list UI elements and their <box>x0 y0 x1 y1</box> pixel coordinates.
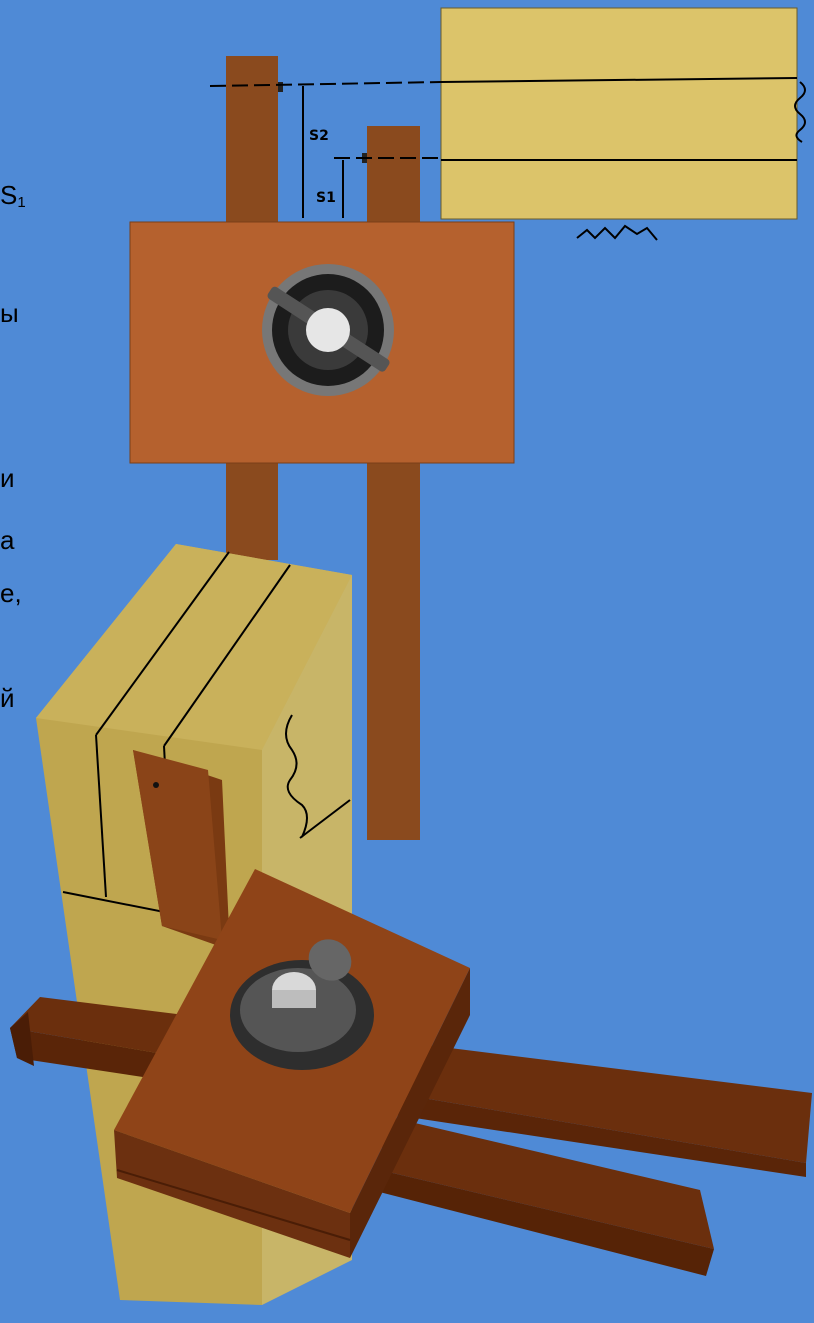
marking-pin-1 <box>278 82 283 92</box>
thumb-screw-top <box>262 264 394 396</box>
text-fragment-j: й <box>0 685 15 711</box>
text-fragment-s: S1 <box>0 182 26 208</box>
text-fragment-a: а <box>0 527 14 553</box>
text-fragment-i: и <box>0 465 15 491</box>
break-line-bottom <box>577 226 657 240</box>
wood-board <box>441 8 797 219</box>
text-fragment-e: е, <box>0 580 22 606</box>
label-s1: S1 <box>316 190 336 206</box>
text-fragment-y: ы <box>0 300 19 326</box>
label-s2: S2 <box>309 128 329 144</box>
